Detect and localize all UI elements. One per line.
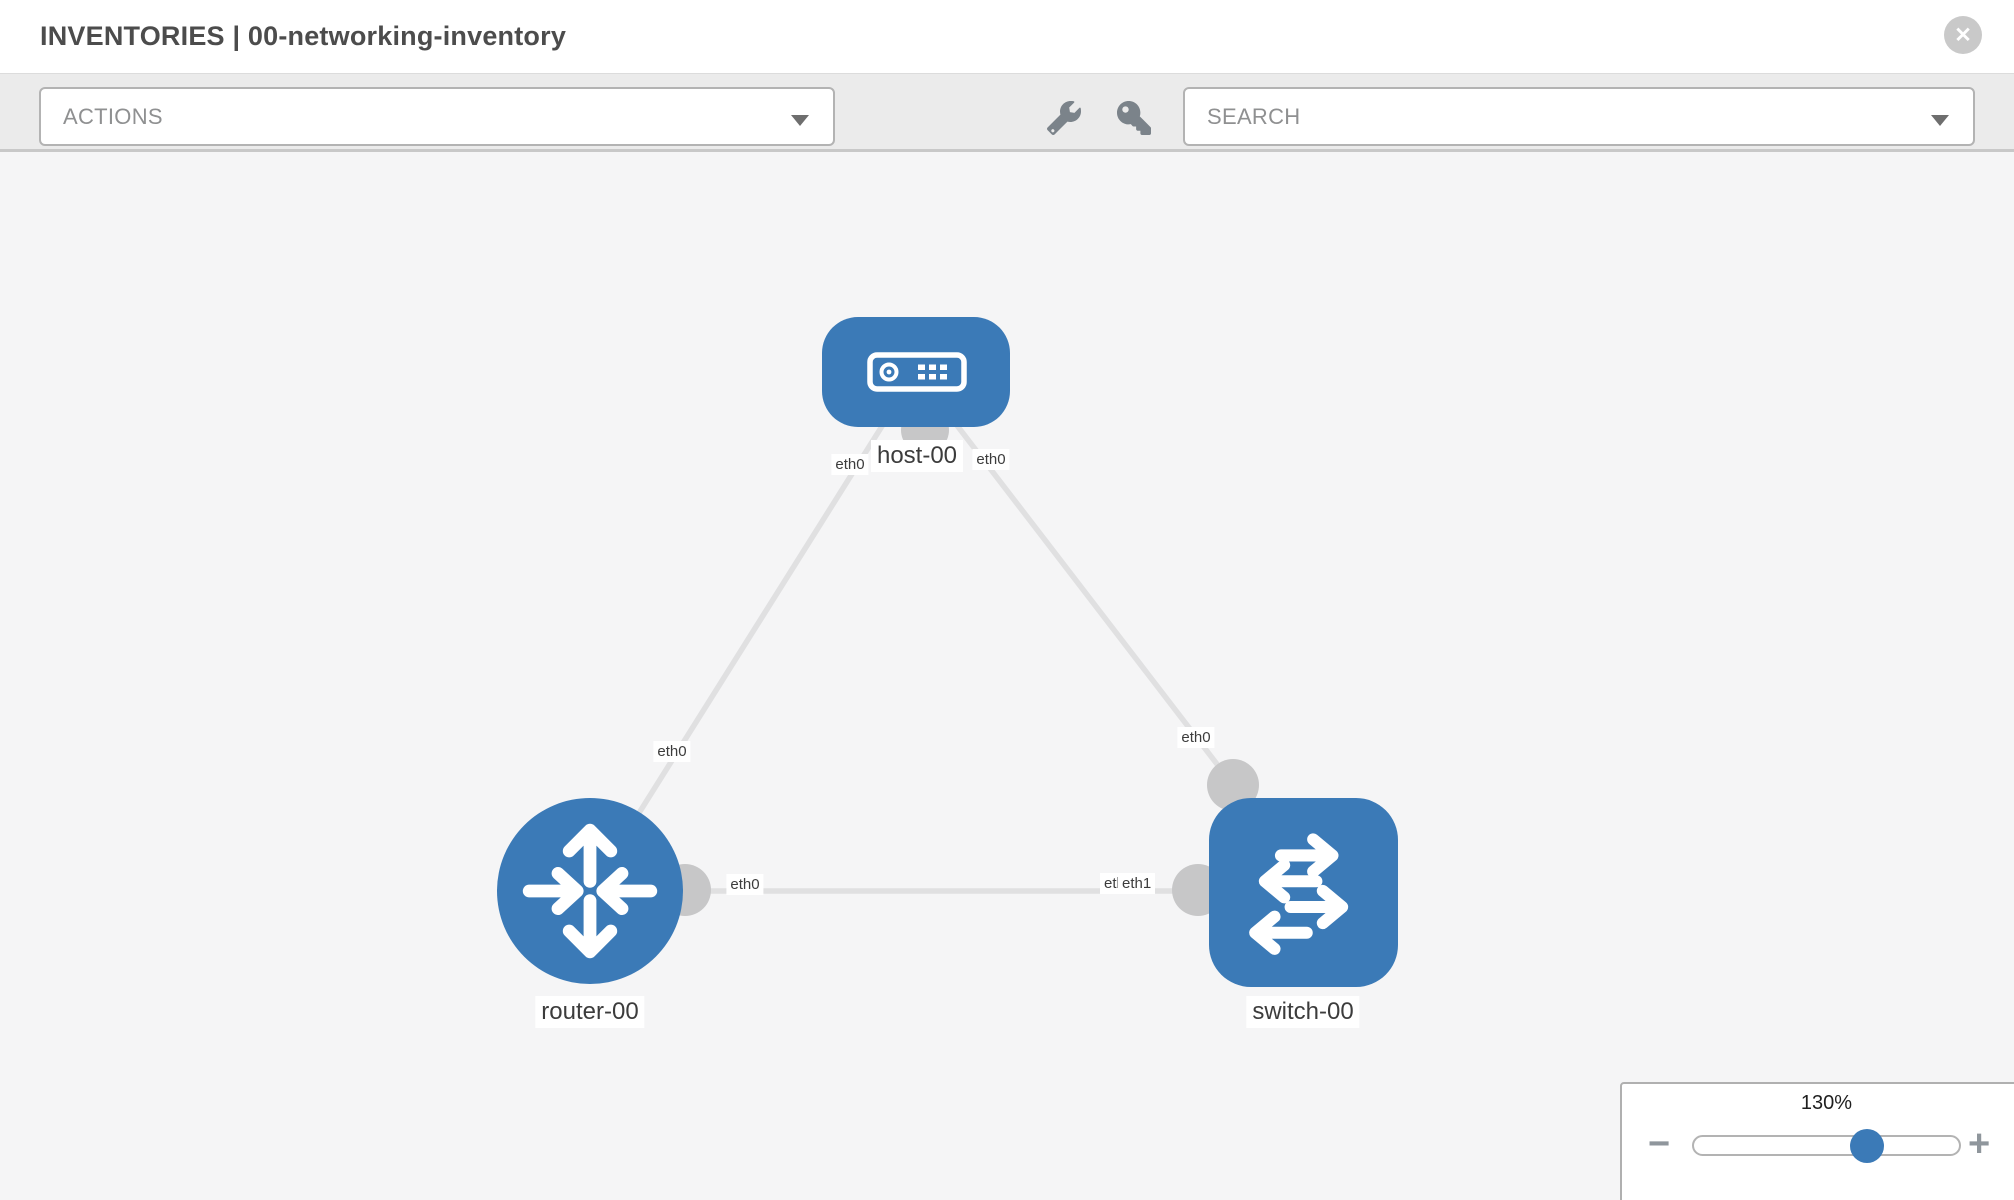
node-label-host-00[interactable]: host-00	[870, 440, 964, 472]
interface-label-host-eth0-left: eth0	[831, 454, 869, 475]
chevron-down-icon	[791, 115, 809, 126]
zoom-in-button[interactable]: +	[1968, 1123, 1991, 1165]
wrench-icon	[1047, 101, 1081, 135]
router-icon	[522, 823, 658, 959]
actions-dropdown[interactable]: ACTIONS	[39, 87, 835, 146]
interface-label-switch-eth0-top: eth0	[1177, 727, 1215, 748]
credentials-button[interactable]	[1117, 100, 1153, 136]
interface-label-router-eth0-top: eth0	[653, 741, 691, 762]
plus-icon: +	[1968, 1123, 1991, 1165]
zoom-out-button[interactable]: −	[1648, 1123, 1671, 1165]
search-dropdown[interactable]: SEARCH	[1183, 87, 1975, 146]
zoom-level: 130%	[1800, 1092, 1853, 1114]
zoom-panel: 130% − +	[1620, 1082, 2014, 1200]
tools-button[interactable]	[1047, 100, 1083, 136]
actions-dropdown-label: ACTIONS	[63, 103, 163, 129]
panel-header: INVENTORIES | 00-networking-inventory ✕	[0, 0, 2014, 73]
host-icon	[867, 352, 967, 392]
toolbar: ACTIONS SEARCH	[0, 73, 2014, 152]
topology-canvas[interactable]: host-00 router-00 switch-00 eth0 eth0 et…	[0, 152, 2014, 1200]
zoom-slider-track[interactable]	[1692, 1129, 1961, 1163]
node-label-switch-00[interactable]: switch-00	[1246, 996, 1360, 1028]
minus-icon: −	[1648, 1123, 1671, 1165]
interface-label-host-eth0-right: eth0	[972, 449, 1010, 470]
node-router-00[interactable]	[497, 798, 683, 984]
key-icon	[1117, 101, 1151, 135]
zoom-slider-thumb[interactable]	[1850, 1129, 1884, 1163]
search-dropdown-label: SEARCH	[1207, 103, 1301, 129]
close-icon: ✕	[1954, 23, 1972, 47]
interface-label-switch-eth1: eth1	[1118, 873, 1156, 894]
switch-icon	[1249, 833, 1349, 955]
link-host-switch[interactable]	[913, 370, 1236, 787]
links-layer	[587, 370, 1260, 916]
node-host-00[interactable]	[822, 317, 1010, 427]
node-switch-00[interactable]	[1209, 798, 1398, 987]
chevron-down-icon	[1931, 115, 1949, 126]
close-button[interactable]: ✕	[1944, 16, 1982, 54]
interface-label-router-eth0-right: eth0	[726, 874, 764, 895]
node-label-router-00[interactable]: router-00	[535, 996, 645, 1028]
page-title: INVENTORIES | 00-networking-inventory	[40, 21, 567, 51]
